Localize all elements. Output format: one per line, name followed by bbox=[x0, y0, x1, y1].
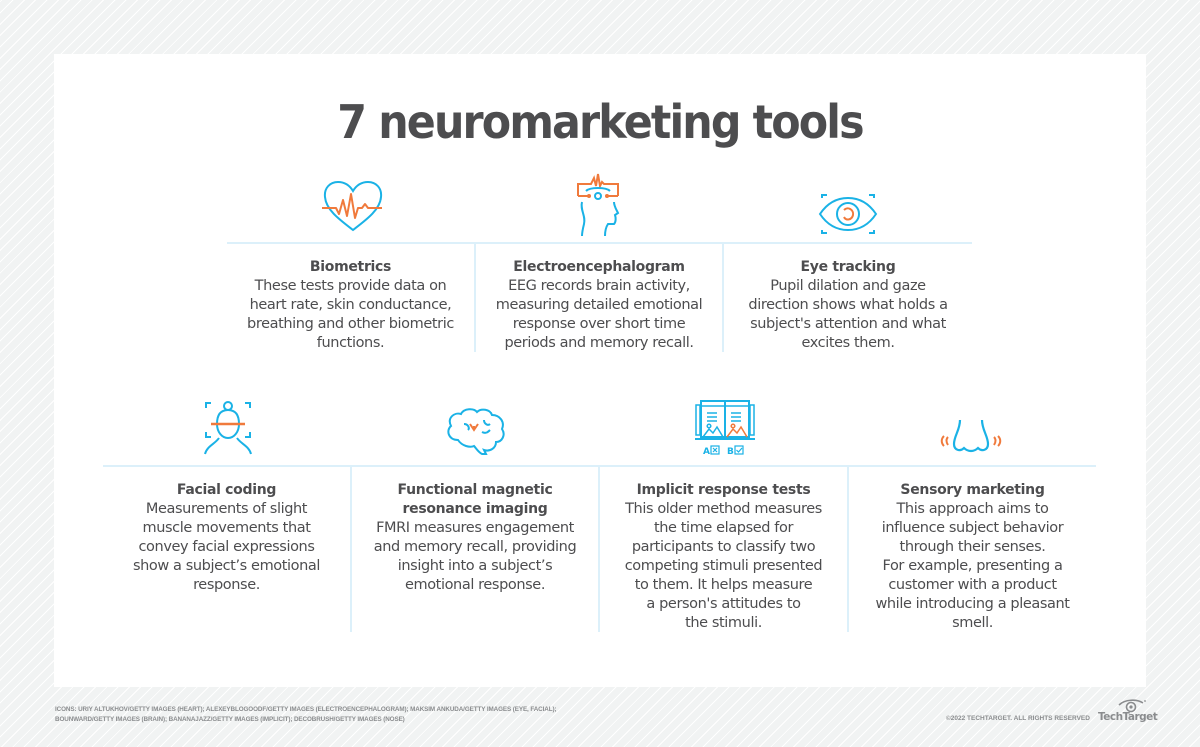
tool-name: Eye tracking bbox=[800, 259, 896, 275]
tool-description: Pupil dilation and gaze direction shows … bbox=[748, 278, 948, 351]
column-divider bbox=[847, 467, 849, 632]
tool-electroencephalogram: Electroencephalogram EEG records brain a… bbox=[476, 258, 722, 353]
svg-text:B: B bbox=[727, 447, 734, 457]
image-credits: ICONS: URIY ALTUKHOV/GETTY IMAGES (HEART… bbox=[55, 705, 655, 725]
row1-divider bbox=[227, 242, 972, 244]
tool-name: Functional magnetic resonance imaging bbox=[397, 482, 553, 517]
tool-fmri: Functional magnetic resonance imaging FM… bbox=[352, 481, 598, 595]
column-divider bbox=[598, 467, 600, 632]
tool-biometrics: Biometrics These tests provide data on h… bbox=[227, 258, 474, 353]
tool-description: FMRI measures engagement and memory reca… bbox=[373, 520, 577, 593]
row2-divider bbox=[103, 465, 1096, 467]
svg-text:A: A bbox=[703, 447, 710, 457]
eeg-head-icon bbox=[577, 173, 620, 237]
techtarget-logo: TechTarget bbox=[1098, 711, 1158, 723]
brain-icon bbox=[447, 408, 505, 455]
eye-tracking-icon bbox=[818, 194, 878, 234]
tool-description: This approach aims to influence subject … bbox=[875, 501, 1070, 631]
tool-name: Electroencephalogram bbox=[513, 259, 685, 275]
copyright-notice: ©2022 TECHTARGET. ALL RIGHTS RESERVED bbox=[946, 715, 1090, 722]
tool-eye-tracking: Eye tracking Pupil dilation and gaze dir… bbox=[724, 258, 972, 353]
tool-name: Biometrics bbox=[309, 259, 392, 275]
tool-name: Sensory marketing bbox=[900, 482, 1045, 498]
column-divider bbox=[474, 244, 476, 352]
ab-test-icon: A B bbox=[695, 400, 755, 457]
heart-rate-icon bbox=[322, 180, 383, 232]
nose-smell-icon bbox=[940, 419, 1002, 453]
tool-description: EEG records brain activity, measuring de… bbox=[495, 278, 703, 351]
credits-line: ICONS: URIY ALTUKHOV/GETTY IMAGES (HEART… bbox=[55, 706, 557, 713]
tool-facial-coding: Facial coding Measurements of slight mus… bbox=[103, 481, 350, 595]
tool-name: Facial coding bbox=[176, 482, 277, 498]
face-scan-icon bbox=[204, 401, 252, 455]
tool-name: Implicit response tests bbox=[636, 482, 811, 498]
column-divider bbox=[722, 244, 724, 352]
tool-implicit-response-tests: Implicit response tests This older metho… bbox=[600, 481, 847, 633]
page-title: 7 neuromarketing tools bbox=[337, 95, 864, 149]
tool-sensory-marketing: Sensory marketing This approach aims to … bbox=[849, 481, 1096, 633]
column-divider bbox=[350, 467, 352, 632]
tool-description: Measurements of slight muscle movements … bbox=[132, 501, 321, 593]
tool-description: This older method measures the time elap… bbox=[624, 501, 823, 631]
tool-description: These tests provide data on heart rate, … bbox=[247, 278, 454, 351]
credits-line: BOUNWARD/GETTY IMAGES (BRAIN); BANANAJAZ… bbox=[55, 716, 405, 723]
infographic-card bbox=[54, 54, 1146, 687]
techtarget-eye-icon bbox=[1118, 699, 1146, 713]
